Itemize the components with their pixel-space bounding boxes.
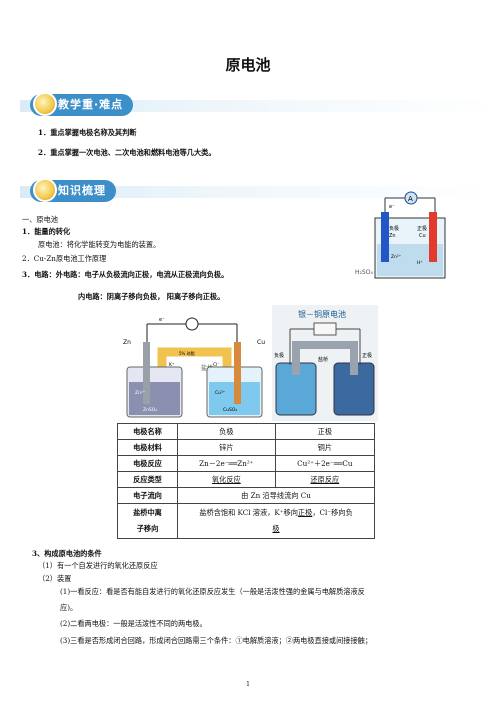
para: 2．Cu-Zn原电池工作原理 xyxy=(22,254,107,263)
banner-bar xyxy=(20,186,496,198)
salt-bridge xyxy=(292,341,358,375)
meter-icon xyxy=(313,322,337,336)
table-row: 电极材料 锌片 铜片 xyxy=(117,439,376,456)
cu-label: Cu xyxy=(257,339,265,346)
table-cell: 由 Zn 沿导线流向 Cu xyxy=(177,487,375,504)
knowledge-banner: 知识梳理 xyxy=(0,178,496,204)
k-label: K⁺ xyxy=(169,362,175,368)
para: (2)二看两电极：一般是活泼性不同的两电极。 xyxy=(60,619,207,628)
lightbulb-icon xyxy=(33,178,57,202)
agar-label: 5% 琼脂 xyxy=(179,350,195,356)
para: 内电路：阴离子移向负极， 阳离子移向正极。 xyxy=(78,292,225,301)
cell-text: 正极 xyxy=(297,508,313,517)
cl-label: Cl⁻ xyxy=(213,362,220,368)
zn-label: Zn xyxy=(123,339,131,346)
para: （2）装置 xyxy=(38,574,72,583)
para: (1)一看反应：看是否有能自发进行的氧化还原反应发生（一般是活泼性强的金属与电解… xyxy=(60,587,365,596)
zn2-label: Zn²⁺ xyxy=(391,254,402,260)
para: 应)。 xyxy=(60,603,78,612)
ammeter-icon xyxy=(404,191,418,205)
table-cell: 电极名称 xyxy=(117,423,178,440)
cell-text: 盐桥含饱和 KCl 溶液，K⁺移向 xyxy=(199,508,298,517)
para: 原电池：将化学能转变为电能的装置。 xyxy=(38,240,161,249)
bridge-label: 盐桥 xyxy=(318,356,328,363)
table-row: 电极反应 Zn－2e⁻══Zn²⁺ Cu²⁺＋2e⁻══Cu xyxy=(117,455,376,472)
pos-label: 正极 xyxy=(362,352,372,359)
para: 3．电路：外电路：电子从负极流向正极，电流从正极流向负极。 xyxy=(22,270,229,279)
copper-electrode xyxy=(234,342,241,404)
cu-label: Cu xyxy=(419,233,426,239)
table-row: 电极名称 负极 正极 xyxy=(117,423,376,440)
znso4-label: ZnSO₄ xyxy=(143,407,157,413)
table-cell: 锌片 xyxy=(177,439,276,456)
lightbulb-icon xyxy=(33,92,57,116)
para: (3)三看是否形成闭合回路，形成闭合回路需三个条件：①电解质溶液；②两电极直接或… xyxy=(60,636,373,645)
cuso4-label: CuSO₄ xyxy=(223,407,237,413)
electron-label: e⁻ xyxy=(389,204,395,210)
cell-text: 盐桥中离 xyxy=(133,508,162,517)
key-points-banner: 教学重·难点 xyxy=(0,92,496,118)
silver-copper-cell-figure: 银－铜原电池 负极 正极 盐桥 xyxy=(272,305,378,421)
page-number: 1 xyxy=(246,681,250,688)
goal-1: 1．重点掌握电极名称及其判断 xyxy=(38,128,137,137)
table-cell: 电极材料 xyxy=(117,439,178,456)
table-cell: 盐桥含饱和 KCl 溶液，K⁺移向正极，Cl⁻移向负 极 xyxy=(177,503,375,539)
table-cell: Zn－2e⁻══Zn²⁺ xyxy=(177,455,276,472)
zinc-electrode xyxy=(381,212,389,262)
para: 1．能量的转化 xyxy=(22,227,71,236)
table-row: 电子流向 由 Zn 沿导线流向 Cu xyxy=(117,487,375,504)
galvanometer-icon xyxy=(185,317,199,331)
zn2-label: Zn²⁺ xyxy=(135,390,146,396)
page-title: 原电池 xyxy=(225,56,271,74)
figure-title: 银－铜原电池 xyxy=(298,309,346,319)
table-cell: 氧化反应 xyxy=(177,471,276,488)
table-cell: 电子流向 xyxy=(117,487,178,504)
table-row: 反应类型 氧化反应 还原反应 xyxy=(117,471,376,488)
section-heading: 3、构成原电池的条件 xyxy=(32,549,102,558)
table-cell: 反应类型 xyxy=(117,471,178,488)
section-heading: 一、原电池 xyxy=(22,215,58,224)
electron-label: e⁻ xyxy=(159,317,165,323)
electrode-table: 电极名称 负极 正极 电极材料 锌片 铜片 电极反应 Zn－2e⁻══Zn²⁺ … xyxy=(117,423,376,539)
table-cell: 铜片 xyxy=(274,439,376,456)
cell-text: 子移向 xyxy=(136,524,159,533)
pos-label: 正极 xyxy=(417,225,427,232)
table-cell: 还原反应 xyxy=(274,471,376,488)
banner-bar xyxy=(20,100,496,112)
table-cell: Cu²⁺＋2e⁻══Cu xyxy=(274,455,376,472)
copper-electrode xyxy=(429,212,437,262)
ammeter-label: A xyxy=(408,195,413,203)
neg-label: 负极 xyxy=(274,352,284,359)
table-cell: 负极 xyxy=(177,423,276,440)
cu-zn-cell-diagram: A e⁻ 负极 Zn 正极 Cu Zn²⁺ H⁺ H₂SO₄ xyxy=(355,191,446,279)
salt-bridge-cell-diagram: e⁻ Zn Cu 5% 琼脂 盐桥 K⁺ Cl⁻ Zn²⁺ ZnSO₄ Cu²⁺… xyxy=(123,317,265,418)
neg-label: 负极 xyxy=(389,225,399,232)
cu2-label: Cu²⁺ xyxy=(215,390,226,396)
h-label: H⁺ xyxy=(417,260,423,266)
table-cell: 盐桥中离 子移向 xyxy=(117,503,178,539)
table-cell: 电极反应 xyxy=(117,455,178,472)
zinc-electrode xyxy=(143,342,150,404)
table-row: 盐桥中离 子移向 盐桥含饱和 KCl 溶液，K⁺移向正极，Cl⁻移向负 极 xyxy=(117,503,375,539)
para: （1）有一个自发进行的氧化还原反应 xyxy=(38,561,158,570)
electrolyte-label: H₂SO₄ xyxy=(355,269,373,276)
cell-text: ，Cl⁻移向负 xyxy=(312,508,353,517)
table-cell: 正极 xyxy=(274,423,376,440)
zn-label: Zn xyxy=(389,233,396,239)
cell-text: 极 xyxy=(272,524,280,533)
goal-2: 2．重点掌握一次电池、二次电池和燃料电池等几大类。 xyxy=(38,148,216,157)
